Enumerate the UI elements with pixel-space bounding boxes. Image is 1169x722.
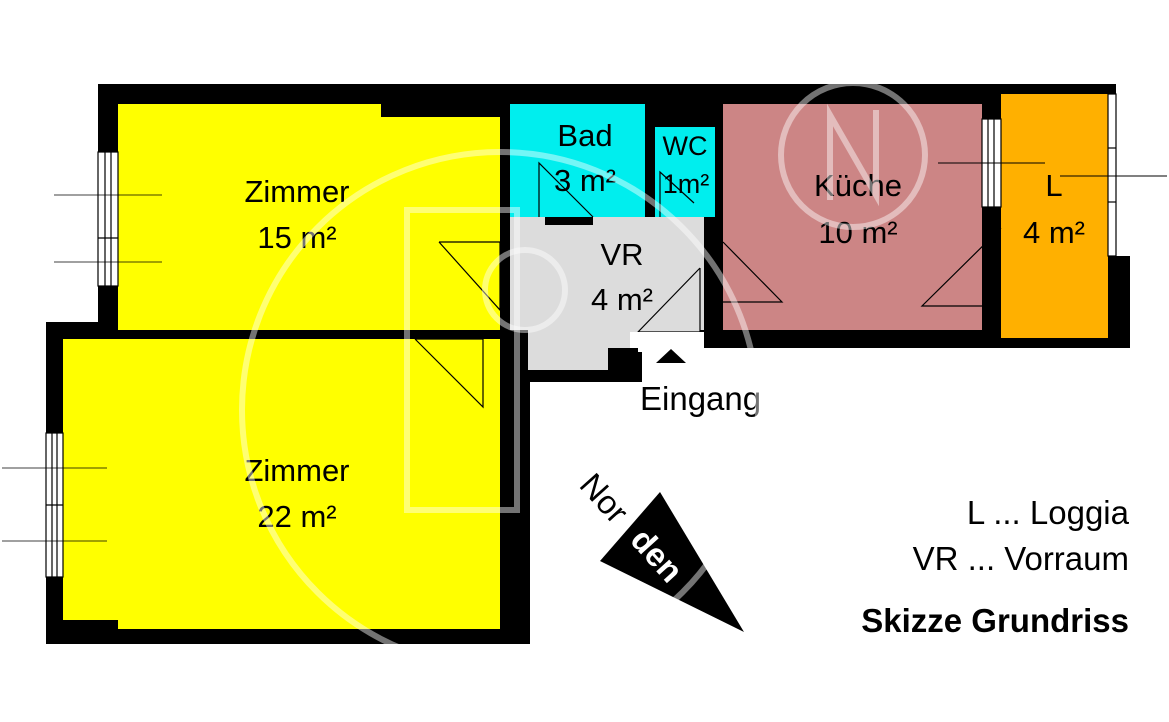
room-kueche [723,104,982,330]
windows [2,93,1167,578]
door-kueche [722,241,784,303]
room-area-vr: 4 m² [591,282,653,317]
room-loggia [1001,94,1108,338]
door-zimmer-15 [438,241,501,312]
room-area-kueche: 10 m² [818,215,897,250]
room-area-wc: 1m² [663,169,710,199]
door-zimmer-22 [414,338,484,409]
legend-item-vorraum: VR ... Vorraum [913,540,1129,577]
north-label-outside: Nor [573,466,636,530]
legend-title: Skizze Grundriss [861,602,1129,639]
entrance-threshold [630,332,704,348]
room-name-bad: Bad [557,118,612,153]
watermark-n-circle [778,80,928,230]
room-bad [510,104,645,217]
watermark-rect [404,207,520,513]
door-wc [659,170,695,217]
room-name-loggia: L [1045,168,1062,203]
loggia-stub-wall [1108,256,1130,348]
room-name-zimmer-22: Zimmer [244,453,349,488]
room-area-zimmer-15: 15 m² [257,220,336,255]
room-name-kueche: Küche [814,168,902,203]
room-area-bad: 3 m² [554,163,616,198]
north-arrow-icon [600,492,744,632]
room-name-wc: WC [663,131,708,161]
legend-item-loggia: L ... Loggia [967,494,1130,531]
room-area-loggia: 4 m² [1023,215,1085,250]
watermark [239,80,928,671]
room-zimmer-15 [118,104,500,330]
entrance-arrow-icon [656,349,686,363]
watermark-n-icon [827,103,879,207]
room-name-vr: VR [600,237,643,272]
room-wc [655,127,715,217]
door-bad [538,161,594,218]
room-name-zimmer-15: Zimmer [244,174,349,209]
room-zimmer-22 [63,339,500,629]
room-area-zimmer-22: 22 m² [257,499,336,534]
watermark-circle-large [239,149,761,671]
entrance-label: Eingang [640,380,761,417]
door-loggia [920,227,1002,307]
loggia-railing [1107,93,1117,257]
window-zimmer-15 [97,151,119,287]
watermark-circle-small [482,247,568,333]
